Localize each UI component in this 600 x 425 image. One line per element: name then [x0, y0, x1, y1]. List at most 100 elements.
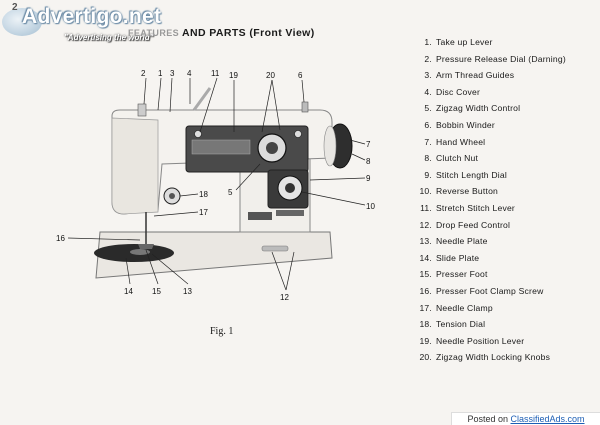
bobbin-winder	[301, 101, 309, 113]
parts-list-item: 18. Tension Dial	[418, 316, 596, 333]
callout-5: 5	[228, 188, 233, 197]
globe-icon	[2, 8, 42, 36]
part-number: 20.	[419, 352, 432, 363]
callout-15: 15	[152, 287, 161, 296]
heading-title: AND PARTS (Front View)	[181, 27, 315, 39]
callout-2: 2	[141, 69, 146, 78]
take-up-lever	[137, 103, 147, 117]
part-number: 16.	[419, 285, 432, 296]
parts-list-item: 12.Drop Feed Control	[418, 217, 596, 234]
part-name: Disc Cover	[436, 86, 481, 97]
callout-17: 17	[199, 208, 208, 217]
part-name: Zigzag Width Control	[436, 103, 521, 114]
parts-list-item: 14. Slide Plate	[418, 250, 596, 267]
parts-list-item: 13. Needle Plate	[418, 233, 596, 250]
callout-13: 13	[183, 287, 192, 296]
part-number: 14.	[419, 252, 432, 263]
parts-list: 1. Take up Lever 2. Pressure Release Dial (…	[418, 34, 596, 366]
callout-11: 11	[211, 69, 220, 78]
callout-1: 1	[158, 69, 163, 78]
part-name: Clutch Nut	[436, 153, 479, 164]
part-name: Slide Plate	[436, 252, 480, 263]
parts-list-item: 16. Presser Foot Clamp Screw	[418, 283, 596, 300]
reverse-button	[276, 210, 304, 216]
logo-tagline: "Advertising the world"	[64, 33, 154, 42]
thread-spindle	[192, 87, 212, 111]
part-name: Presser Foot Clamp Screw	[436, 285, 544, 296]
parts-list-item: 3. Arm Thread Guides	[418, 67, 596, 84]
part-name: Take up Lever	[436, 37, 493, 47]
part-name: Drop Feed Control	[436, 219, 511, 230]
callout-14: 14	[124, 287, 133, 296]
needle-plate	[130, 249, 150, 255]
part-number: 19.	[419, 335, 432, 346]
parts-list-item: 1. Take up Lever	[418, 34, 596, 51]
callout-20: 20	[266, 71, 275, 80]
part-name: Bobbin Winder	[436, 119, 495, 130]
callout-12: 12	[280, 293, 289, 302]
parts-list-item: 6. Bobbin Winder	[418, 117, 596, 134]
part-name: Zigzag Width Locking Knobs	[436, 352, 551, 363]
part-name: Stretch Stitch Lever	[436, 202, 515, 213]
part-number: 7.	[424, 136, 432, 147]
parts-list-item: 9.Stitch Length Dial	[418, 167, 596, 184]
part-number: 5.	[424, 103, 432, 114]
part-number: 13.	[419, 236, 432, 247]
part-number: 1.	[424, 37, 432, 47]
parts-list-item: 10. Reverse Button	[418, 183, 596, 200]
callout-4: 4	[187, 69, 192, 78]
sewing-machine-diagram: 2 1 3 4 11 19 20 6 7 8 9 10 5 18 17 16 1…	[56, 69, 375, 302]
part-name: Needle Plate	[436, 236, 488, 247]
callout-18: 18	[199, 190, 208, 199]
part-number: 18.	[419, 319, 432, 330]
parts-list-item: 15. Presser Foot	[418, 266, 596, 283]
figure-label: Fig. 1	[210, 326, 234, 337]
callout-7: 7	[366, 140, 371, 149]
callout-3: 3	[170, 69, 175, 78]
parts-list-item: 2. Pressure Release Dial (Darning)	[418, 51, 596, 68]
callout-9: 9	[366, 174, 371, 183]
stitch-window	[191, 139, 251, 155]
part-name: Needle Clamp	[436, 302, 493, 313]
parts-list-item: 8. Clutch Nut	[418, 150, 596, 167]
presser-foot	[138, 244, 154, 249]
nameplate	[248, 212, 272, 220]
advertigo-logo: 2 Advertigo.net "Advertising the world"	[2, 2, 170, 48]
callout-10: 10	[366, 202, 375, 211]
part-number: 17.	[419, 302, 432, 313]
part-number: 11.	[420, 202, 432, 213]
heading-prefix: FEATURES	[128, 28, 180, 38]
part-name: Presser Foot	[436, 269, 488, 280]
part-name: Pressure Release Dial (Darning)	[436, 53, 566, 64]
part-number: 2.	[424, 53, 432, 64]
part-number: 8.	[424, 153, 432, 164]
part-name: Stitch Length Dial	[436, 169, 507, 180]
callout-6: 6	[298, 71, 303, 80]
part-number: 3.	[424, 70, 432, 81]
logo-brand-text: Advertigo.net	[22, 5, 162, 28]
classifiedads-link[interactable]: ClassifiedAds.com	[510, 414, 585, 424]
callout-8: 8	[366, 157, 371, 166]
part-name: Reverse Button	[436, 186, 499, 197]
part-name: Arm Thread Guides	[436, 70, 515, 81]
part-number: 6.	[424, 119, 432, 130]
part-number: 15.	[419, 269, 432, 280]
part-name: Needle Position Lever	[436, 335, 525, 346]
callout-19: 19	[229, 71, 238, 80]
parts-list-item: 5. Zigzag Width Control	[418, 100, 596, 117]
locking-knob-right	[294, 130, 302, 138]
parts-list-item: 20. Zigzag Width Locking Knobs	[418, 349, 596, 366]
parts-list-item: 19. Needle Position Lever	[418, 333, 596, 350]
part-number: 4.	[424, 86, 432, 97]
part-name: Tension Dial	[436, 319, 486, 330]
callout-16: 16	[56, 234, 65, 243]
machine-head	[111, 117, 159, 215]
parts-list-item: 7. Hand Wheel	[418, 134, 596, 151]
parts-list-item: 4. Disc Cover	[418, 84, 596, 101]
part-name: Hand Wheel	[436, 136, 486, 147]
locking-knob-left	[194, 130, 202, 138]
footer-prefix: Posted on	[467, 414, 511, 424]
parts-list-item: 11. Stretch Stitch Lever	[418, 200, 596, 217]
parts-list-item: 17. Needle Clamp	[418, 300, 596, 317]
part-number: 10.	[419, 186, 432, 197]
